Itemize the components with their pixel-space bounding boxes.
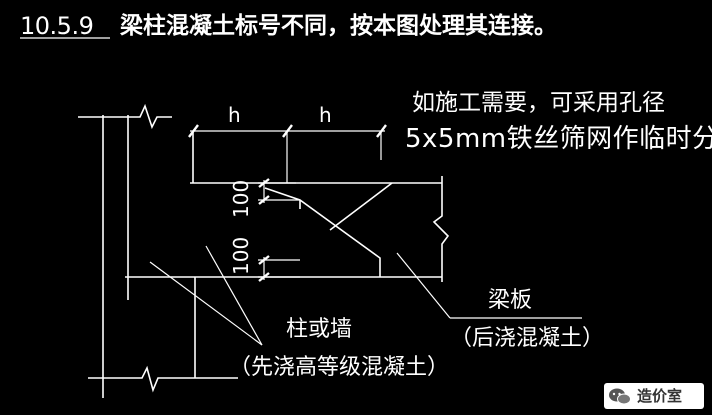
watermark-text: 造价室	[637, 387, 682, 405]
label-beam: 梁板	[488, 288, 532, 313]
note-line-2: 5x5mm铁丝筛网作临时分隔	[405, 124, 712, 154]
label-beam-sub: （后浇混凝土）	[450, 326, 604, 351]
label-column-sub: （先浇高等级混凝土）	[229, 355, 449, 380]
dim-h-2: h	[319, 103, 332, 127]
leader-lines	[149, 245, 582, 346]
note-line-1: 如施工需要，可采用孔径	[412, 90, 665, 116]
dim-100-upper: 100	[229, 180, 253, 218]
mesh-separator	[264, 182, 393, 277]
wechat-icon	[609, 388, 631, 405]
vertical-dimensions	[258, 178, 300, 282]
column-outline	[78, 103, 238, 398]
watermark-badge: 造价室	[604, 383, 704, 409]
title-text: 梁柱混凝土标号不同，按本图处理其连接。	[119, 12, 557, 39]
title-number: 10.5.9	[20, 12, 93, 40]
top-dimension	[188, 124, 387, 183]
dim-h-1: h	[228, 103, 241, 127]
dim-100-lower: 100	[229, 237, 253, 275]
label-column: 柱或墙	[286, 317, 352, 342]
